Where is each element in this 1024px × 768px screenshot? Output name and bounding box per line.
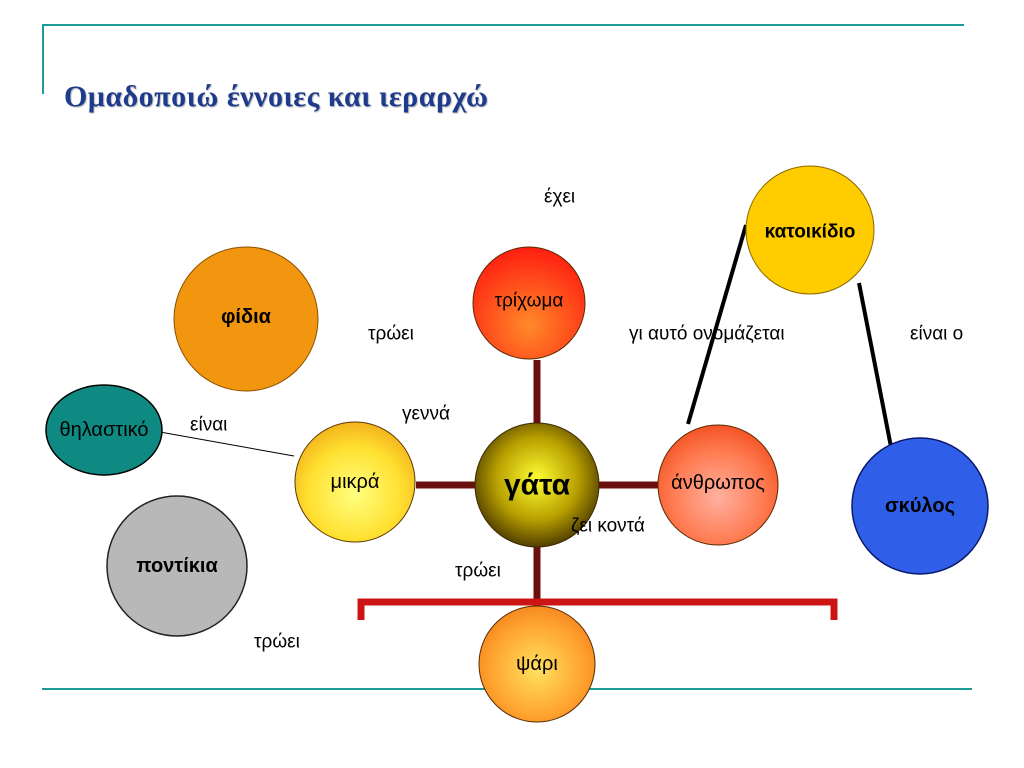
node-pontikia: ποντίκια	[106, 495, 248, 637]
node-psari: ψάρι	[478, 605, 596, 723]
node-gata: γάτα	[474, 422, 600, 548]
node-label: ψάρι	[516, 653, 558, 675]
label-trwei-bottom: τρώει	[254, 632, 300, 653]
top-rule	[42, 24, 964, 26]
node-label: άνθρωπος	[671, 472, 765, 494]
node-mikra: μικρά	[294, 421, 416, 543]
node-anthropos: άνθρωπος	[657, 424, 779, 546]
label-zei-konta: ζει κοντά	[571, 516, 645, 537]
node-label: ποντίκια	[136, 555, 218, 577]
node-fidia: φίδια	[173, 246, 319, 392]
slide-title: Ομαδοποιώ έννοιες και ιεραρχώ	[64, 80, 489, 113]
node-label: κατοικίδιο	[765, 222, 856, 243]
connector-anthropos-katoikidio	[686, 224, 748, 425]
node-thilastiko: θηλαστικό	[45, 384, 163, 476]
node-label: φίδια	[221, 306, 272, 328]
connector-katoikidio-skylos	[857, 282, 894, 453]
node-label: μικρά	[331, 471, 380, 493]
node-skylos: σκύλος	[851, 437, 989, 575]
label-trwei-mid: τρώει	[455, 561, 501, 582]
label-einai-o: είναι ο	[910, 324, 963, 345]
node-label: σκύλος	[885, 495, 955, 517]
node-trixwma: τρίχωμα	[472, 246, 586, 360]
label-trwei-top: τρώει	[368, 324, 414, 345]
label-einai-left: είναι	[190, 415, 227, 436]
label-gi-auto: γι αυτό ονομάζεται	[629, 324, 785, 345]
node-label: γάτα	[504, 469, 571, 502]
label-exei: έχει	[544, 187, 575, 208]
bracket	[357, 598, 838, 620]
connector-thilastiko-mikra	[159, 431, 295, 457]
node-label: θηλαστικό	[59, 419, 148, 441]
node-label: τρίχωμα	[495, 291, 564, 312]
label-gennaa: γεννά	[402, 404, 450, 425]
node-katoikidio: κατοικίδιο	[745, 165, 875, 295]
left-rule	[42, 24, 44, 94]
